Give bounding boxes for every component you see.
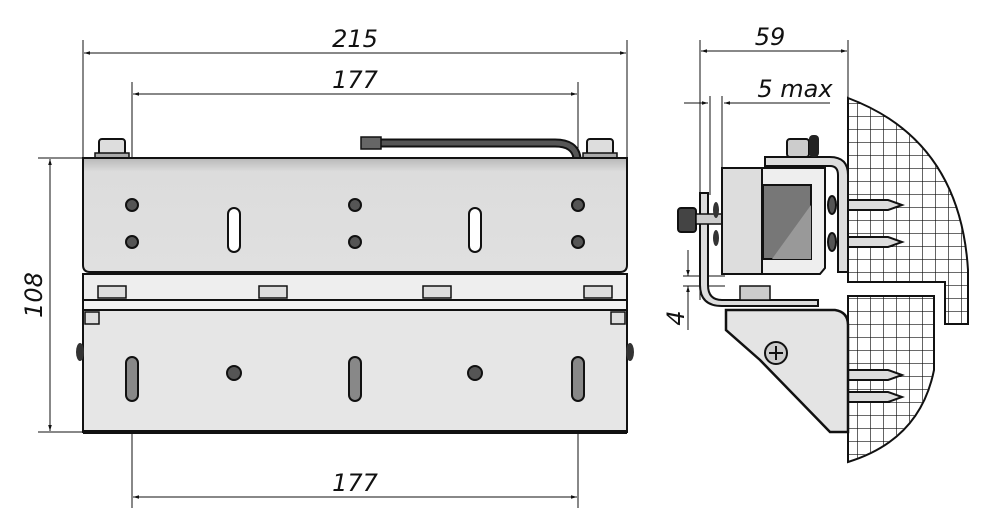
l-bracket	[699, 192, 819, 307]
dimension-top-hole-spacing: 177	[133, 66, 577, 96]
sensor-block	[721, 167, 763, 275]
dim-5-max: 5 max	[757, 75, 833, 103]
lower-housing-slots	[125, 356, 585, 402]
anchors	[827, 195, 905, 403]
dim-215: 215	[332, 25, 378, 53]
front-view: 215 177 177 108	[20, 25, 634, 508]
dim-4: 4	[662, 310, 690, 325]
wall-section-upper	[847, 96, 969, 325]
dim-177-top: 177	[332, 66, 379, 94]
dimension-bottom-hole-spacing: 177	[133, 469, 577, 499]
dimension-height: 108	[20, 159, 52, 431]
strip-bolts	[97, 285, 613, 299]
dimension-overall-width: 215	[84, 25, 626, 55]
dimension-thickness: 4	[662, 250, 725, 330]
dimension-depth: 59	[701, 23, 847, 53]
dim-59: 59	[755, 23, 786, 51]
dim-177-bottom: 177	[332, 469, 379, 497]
dim-108: 108	[20, 272, 48, 318]
top-plate	[82, 157, 628, 273]
bolt-icon	[677, 207, 697, 233]
bolt-icon	[786, 138, 810, 158]
dimension-gap: 5 max	[684, 75, 833, 105]
lower-housing-side	[724, 308, 850, 434]
top-plate-holes	[125, 198, 585, 253]
mounting-strip	[82, 273, 628, 301]
side-view: 59 5 max 4	[662, 23, 969, 464]
